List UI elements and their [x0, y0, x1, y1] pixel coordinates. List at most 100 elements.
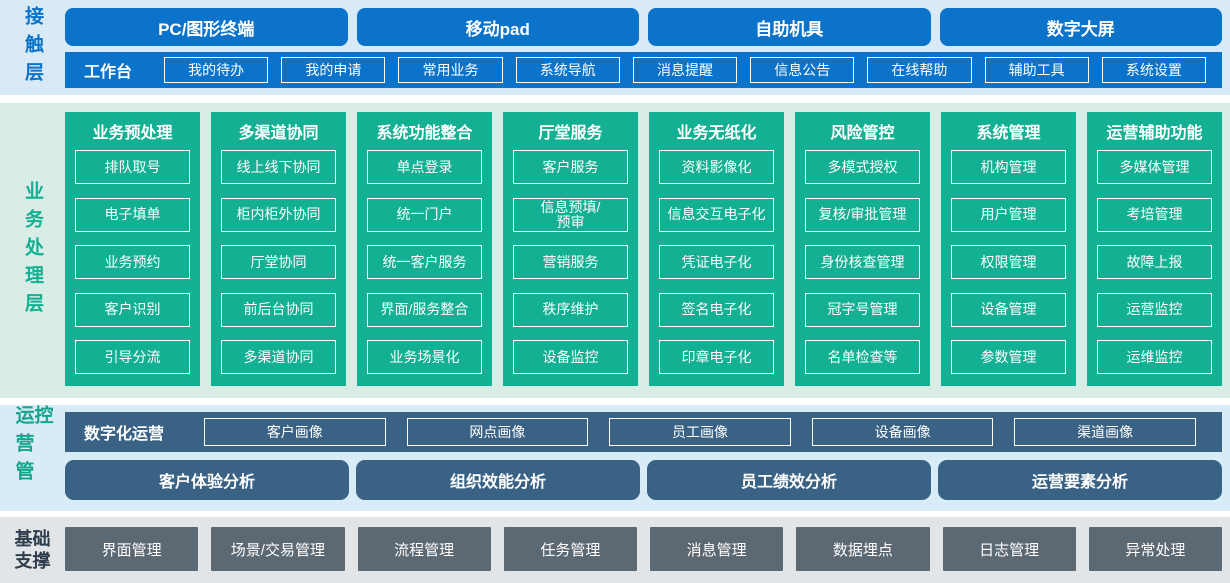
contact-layer-side: 接触层: [0, 0, 65, 95]
module-columns: 业务预处理 排队取号 电子填单 业务预约 客户识别 引导分流 多渠道协同 线上线…: [65, 103, 1222, 386]
workbench-item-my-todo: 我的待办: [164, 57, 269, 83]
module-item: 引导分流: [75, 340, 190, 374]
foundation-row: 界面管理 场景/交易管理 流程管理 任务管理 消息管理 数据埋点 日志管理 异常…: [65, 517, 1230, 583]
module-items: 排队取号 电子填单 业务预约 客户识别 引导分流: [75, 150, 190, 374]
foundation-band: 基础支撑 界面管理 场景/交易管理 流程管理 任务管理 消息管理 数据埋点 日志…: [0, 517, 1230, 583]
workbench-item-system-navigation: 系统导航: [515, 57, 620, 83]
module-item: 凭证电子化: [659, 245, 774, 279]
module-item: 统一客户服务: [367, 245, 482, 279]
module-title: 风险管控: [830, 125, 895, 142]
module-item: 设备管理: [951, 292, 1066, 327]
module-column-pre-processing: 业务预处理 排队取号 电子填单 业务预约 客户识别 引导分流: [65, 112, 200, 386]
module-title: 系统功能整合: [376, 125, 473, 142]
module-items: 客户服务 信息预填/ 预审 营销服务 秩序维护 设备监控: [513, 150, 628, 374]
foundation-box-task-mgmt: 任务管理: [503, 527, 637, 571]
module-title: 业务预处理: [92, 125, 173, 142]
channel-row: PC/图形终端 移动pad 自助机具 数字大屏: [65, 0, 1222, 46]
module-items: 线上线下协同 柜内柜外协同 厅堂协同 前后台协同 多渠道协同: [221, 150, 336, 374]
band-divider: [0, 95, 1230, 103]
operations-side: 运营管控: [0, 405, 65, 511]
module-item: 电子填单: [75, 197, 190, 232]
module-items: 多模式授权 复核/审批管理 身份核查管理 冠字号管理 名单检查等: [805, 150, 920, 374]
workbench-label: 工作台: [83, 64, 132, 81]
module-item: 信息预填/ 预审: [513, 197, 628, 232]
module-item: 业务预约: [75, 245, 190, 279]
module-item: 考培管理: [1097, 197, 1212, 232]
module-item: 业务场景化: [367, 340, 482, 374]
portrait-item-customer: 客户画像: [204, 418, 386, 446]
module-items: 单点登录 统一门户 统一客户服务 界面/服务整合 业务场景化: [367, 150, 482, 374]
portrait-item-employee: 员工画像: [609, 418, 791, 446]
module-item: 参数管理: [951, 340, 1066, 374]
analysis-row: 客户体验分析 组织效能分析 员工绩效分析 运营要素分析: [65, 460, 1222, 500]
processing-layer-label: 业务处理层: [22, 180, 43, 321]
module-item: 身份核查管理: [805, 245, 920, 279]
workbench-item-message-reminder: 消息提醒: [632, 57, 738, 83]
module-item: 权限管理: [951, 245, 1066, 279]
foundation-box-exception-handling: 异常处理: [1088, 527, 1222, 571]
band-divider: [0, 398, 1230, 405]
module-column-multi-channel: 多渠道协同 线上线下协同 柜内柜外协同 厅堂协同 前后台协同 多渠道协同: [211, 112, 346, 386]
module-column-hall-service: 厅堂服务 客户服务 信息预填/ 预审 营销服务 秩序维护 设备监控: [503, 112, 638, 386]
module-title: 多渠道协同: [238, 125, 319, 142]
module-item: 统一门户: [367, 197, 482, 232]
foundation-box-data-tracking: 数据埋点: [796, 527, 930, 571]
contact-layer-content: PC/图形终端 移动pad 自助机具 数字大屏 工作台 我的待办 我的申请 常用…: [65, 0, 1230, 95]
foundation-box-interface-mgmt: 界面管理: [65, 527, 199, 571]
operations-band: 运营管控 数字化运营 客户画像 网点画像 员工画像 设备画像 渠道画像 客户体验…: [0, 405, 1230, 511]
module-column-paperless: 业务无纸化 资料影像化 信息交互电子化 凭证电子化 签名电子化 印章电子化: [649, 112, 784, 386]
foundation-side: 基础支撑: [0, 517, 65, 583]
processing-layer-content: 业务预处理 排队取号 电子填单 业务预约 客户识别 引导分流 多渠道协同 线上线…: [65, 103, 1230, 398]
module-item: 单点登录: [367, 150, 482, 184]
module-item: 用户管理: [951, 197, 1066, 232]
processing-layer-band: 业务处理层 业务预处理 排队取号 电子填单 业务预约 客户识别 引导分流 多渠道…: [0, 103, 1230, 398]
analysis-box-org-efficiency: 组织效能分析: [356, 460, 640, 500]
band-divider: [0, 511, 1230, 517]
module-item: 客户服务: [513, 150, 628, 184]
module-item: 排队取号: [75, 150, 190, 184]
module-item: 故障上报: [1097, 245, 1212, 279]
foundation-box-log-mgmt: 日志管理: [942, 527, 1076, 571]
digital-ops-bar: 数字化运营 客户画像 网点画像 员工画像 设备画像 渠道画像: [65, 412, 1222, 452]
module-item: 设备监控: [513, 340, 628, 374]
analysis-box-employee-performance: 员工绩效分析: [647, 460, 931, 500]
module-item: 营销服务: [513, 245, 628, 279]
foundation-label: 基础支撑: [14, 528, 51, 572]
module-items: 机构管理 用户管理 权限管理 设备管理 参数管理: [951, 150, 1066, 374]
module-title: 运营辅助功能: [1106, 125, 1203, 142]
workbench-item-system-settings: 系统设置: [1101, 57, 1206, 83]
module-item: 界面/服务整合: [367, 292, 482, 327]
module-column-risk-control: 风险管控 多模式授权 复核/审批管理 身份核查管理 冠字号管理 名单检查等: [795, 112, 930, 386]
analysis-box-customer-experience: 客户体验分析: [65, 460, 349, 500]
channel-button-mobile-pad: 移动pad: [356, 8, 639, 46]
analysis-box-ops-elements: 运营要素分析: [938, 460, 1222, 500]
module-item: 签名电子化: [659, 292, 774, 327]
module-item: 多模式授权: [805, 150, 920, 184]
foundation-box-scene-transaction-mgmt: 场景/交易管理: [211, 527, 345, 571]
module-title: 厅堂服务: [538, 125, 603, 142]
module-items: 资料影像化 信息交互电子化 凭证电子化 签名电子化 印章电子化: [659, 150, 774, 374]
contact-layer-band: 接触层 PC/图形终端 移动pad 自助机具 数字大屏 工作台 我的待办 我的申…: [0, 0, 1230, 95]
module-item: 前后台协同: [221, 292, 336, 327]
channel-button-pc-terminal: PC/图形终端: [65, 8, 348, 46]
contact-layer-label: 接触层: [22, 5, 43, 90]
module-item: 复核/审批管理: [805, 197, 920, 232]
module-item: 柜内柜外协同: [221, 197, 336, 232]
module-column-ops-auxiliary: 运营辅助功能 多媒体管理 考培管理 故障上报 运营监控 运维监控: [1087, 112, 1222, 386]
module-title: 业务无纸化: [676, 125, 757, 142]
module-column-system-integration: 系统功能整合 单点登录 统一门户 统一客户服务 界面/服务整合 业务场景化: [357, 112, 492, 386]
portrait-item-channel: 渠道画像: [1014, 418, 1196, 446]
module-items: 多媒体管理 考培管理 故障上报 运营监控 运维监控: [1097, 150, 1212, 374]
module-item: 运营监控: [1097, 292, 1212, 327]
module-title: 系统管理: [976, 125, 1041, 142]
module-item: 名单检查等: [805, 340, 920, 374]
channel-button-self-service: 自助机具: [648, 8, 931, 46]
module-item: 信息交互电子化: [659, 197, 774, 232]
portrait-item-device: 设备画像: [811, 418, 994, 446]
module-item: 冠字号管理: [805, 292, 920, 327]
module-item: 印章电子化: [659, 340, 774, 374]
module-item: 机构管理: [951, 150, 1066, 184]
module-column-system-management: 系统管理 机构管理 用户管理 权限管理 设备管理 参数管理: [941, 112, 1076, 386]
workbench-item-auxiliary-tools: 辅助工具: [984, 57, 1089, 83]
